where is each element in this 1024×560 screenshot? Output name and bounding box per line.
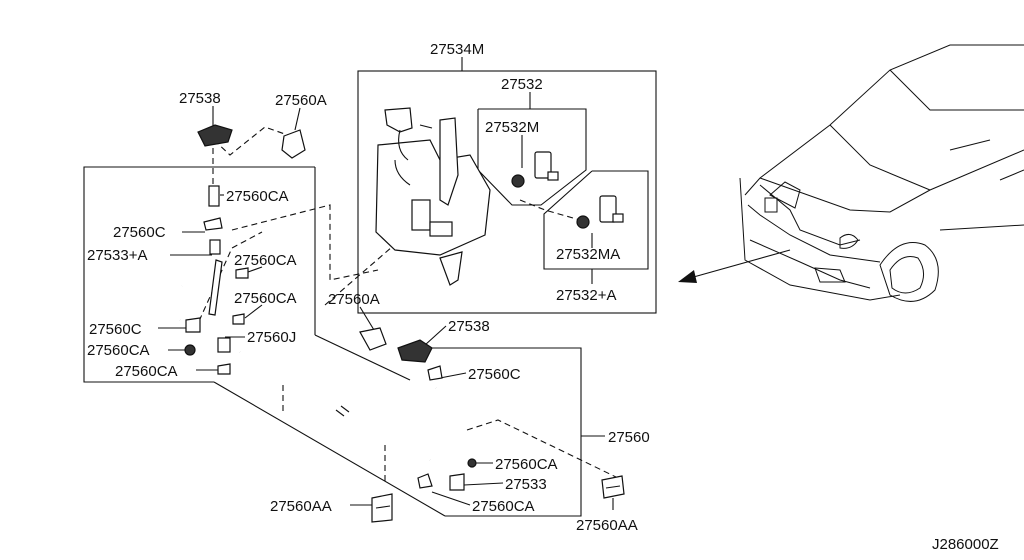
- leader-lines: [158, 57, 614, 510]
- label-27560C-2: 27560C: [89, 321, 142, 338]
- label-27532A: 27532+A: [556, 287, 616, 304]
- label-27533A: 27533+A: [87, 247, 147, 264]
- part-number-labels: 27534M 27532 27532M 27532MA 27532+A 2753…: [87, 41, 999, 553]
- reservoir-assembly-box: [357, 70, 657, 314]
- washer-reservoir: [375, 107, 491, 286]
- washer-pump-27532MA: [576, 195, 624, 229]
- label-27532MA: 27532MA: [556, 246, 620, 263]
- label-27560A-top: 27560A: [275, 92, 327, 109]
- frame-connector-line: [314, 334, 411, 381]
- right-hose-group-box: [430, 347, 582, 517]
- left-hose-group-box: [83, 166, 315, 383]
- label-27560A-mid: 27560A: [328, 291, 380, 308]
- label-27560C-3: 27560C: [468, 366, 521, 383]
- label-27560CA-6: 27560CA: [495, 456, 558, 473]
- dashed-routing-lines: [194, 126, 619, 485]
- pump-box-27532MA: [543, 170, 649, 270]
- washer-nozzle-mid: [397, 339, 433, 363]
- label-27560CA-1: 27560CA: [226, 188, 289, 205]
- hose-bracket-27560AA-left: [371, 493, 393, 523]
- washer-hose-right: [417, 365, 477, 491]
- hose-clip-27560A-mid: [359, 327, 387, 351]
- label-27560C-1: 27560C: [113, 224, 166, 241]
- hose-bracket-27560AA-right: [601, 475, 625, 499]
- label-27532: 27532: [501, 76, 543, 93]
- washer-pump-27532M: [511, 151, 559, 188]
- vehicle-front-view: [739, 44, 1024, 302]
- hose-connector: [184, 185, 249, 375]
- label-27560: 27560: [608, 429, 650, 446]
- label-27538-mid: 27538: [448, 318, 490, 335]
- label-27533: 27533: [505, 476, 547, 493]
- frame-connector-line: [213, 381, 446, 517]
- label-27534M: 27534M: [430, 41, 484, 58]
- washer-hose-long: [238, 349, 432, 463]
- label-27560J: 27560J: [247, 329, 296, 346]
- hose-clip-27560A-top: [281, 129, 306, 159]
- label-27560CA-4: 27560CA: [87, 342, 150, 359]
- label-27560AA-1: 27560AA: [270, 498, 332, 515]
- label-27532M: 27532M: [485, 119, 539, 136]
- washer-nozzle-top: [197, 124, 233, 147]
- label-27560CA-3: 27560CA: [234, 290, 297, 307]
- label-27560CA-5: 27560CA: [115, 363, 178, 380]
- direction-arrow: [678, 249, 791, 283]
- label-27560CA-7: 27560CA: [472, 498, 535, 515]
- label-27560CA-2: 27560CA: [234, 252, 297, 269]
- label-27538-top: 27538: [179, 90, 221, 107]
- washer-hose-left: [158, 259, 223, 322]
- label-27560AA-2: 27560AA: [576, 517, 638, 534]
- label-diagram-code: J286000Z: [932, 536, 999, 553]
